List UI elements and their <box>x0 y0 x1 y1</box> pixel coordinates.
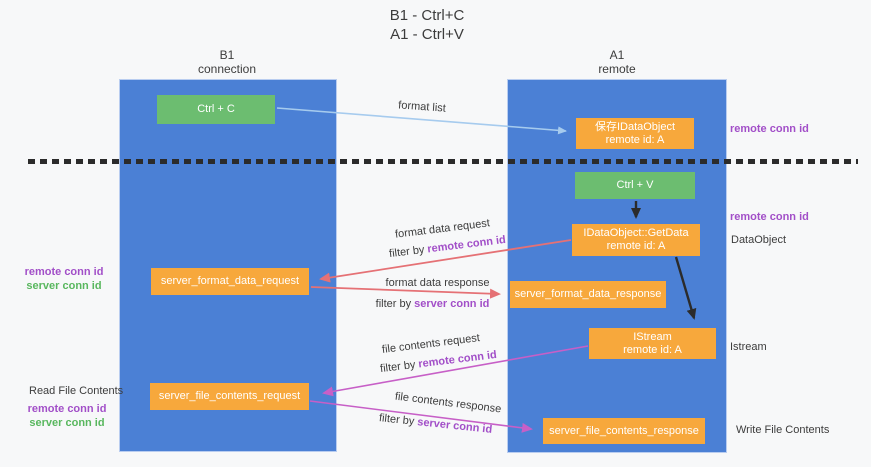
node-getdata-line1: IDataObject::GetData <box>583 227 689 239</box>
label-format-data-response: format data response <box>385 277 490 289</box>
left-label-server-conn-id-top: server conn id <box>26 280 102 292</box>
node-server-file-contents-response: server_file_contents_response <box>543 418 705 444</box>
right-label-istream: Istream <box>730 341 767 353</box>
filter-by-text: filter by <box>379 358 420 376</box>
node-sfc-response-label: server_file_contents_response <box>549 424 699 437</box>
label-file-contents-response: file contents response <box>394 390 502 416</box>
node-save-dataobject-line2: remote id: A <box>605 133 665 146</box>
node-sfd-request-label: server_format_data_request <box>160 275 300 287</box>
filter-by-text: filter by <box>375 298 415 310</box>
node-istream: IStream remote id: A <box>589 328 716 359</box>
node-sfd-response-label: server_format_data_response <box>514 288 662 300</box>
left-column-name: B1 <box>219 48 235 62</box>
node-server-file-contents-request: server_file_contents_request <box>150 383 309 410</box>
left-column-header: B1 connection <box>177 48 277 76</box>
node-ctrl-v: Ctrl + V <box>575 172 695 199</box>
server-conn-id-text: server conn id <box>416 416 493 436</box>
filter-by-text: filter by <box>378 412 418 429</box>
node-server-format-data-request: server_format_data_request <box>151 268 309 295</box>
node-istream-line1: IStream <box>633 330 672 343</box>
right-label-write-file-contents: Write File Contents <box>736 424 830 436</box>
node-save-dataobject-line1: 保存IDataObject <box>594 120 676 133</box>
title-line-2: A1 - Ctrl+V <box>390 26 464 43</box>
node-ctrl-v-label: Ctrl + V <box>616 179 654 191</box>
left-label-remote-conn-id-top: remote conn id <box>24 266 104 278</box>
node-server-format-data-response: server_format_data_response <box>510 281 666 308</box>
left-label-server-conn-id-bottom: server conn id <box>29 417 105 429</box>
server-conn-id-text: server conn id <box>414 298 490 310</box>
right-column-role: remote <box>598 62 636 76</box>
diagram-title: B1 - Ctrl+C A1 - Ctrl+V <box>327 6 527 44</box>
right-label-remote-conn-id-mid: remote conn id <box>730 211 809 223</box>
label-filter-server-2: filter by server conn id <box>378 412 494 437</box>
title-line-1: B1 - Ctrl+C <box>389 7 465 24</box>
node-save-dataobject: 保存IDataObject remote id: A <box>576 118 694 149</box>
node-ctrl-c: Ctrl + C <box>157 95 275 124</box>
right-column-header: A1 remote <box>567 48 667 76</box>
remote-conn-id-text: remote conn id <box>426 233 507 256</box>
phase-separator-dashed-line <box>28 159 858 164</box>
filter-by-text: filter by <box>388 243 429 261</box>
node-istream-line2: remote id: A <box>623 343 682 356</box>
node-idataobject-getdata: IDataObject::GetData remote id: A <box>572 224 700 256</box>
right-column-name: A1 <box>609 48 625 62</box>
remote-conn-id-text: remote conn id <box>417 348 498 371</box>
label-filter-server-1: filter by server conn id <box>375 298 490 311</box>
right-label-remote-conn-id-top: remote conn id <box>730 123 809 135</box>
left-label-read-file-contents: Read File Contents <box>29 385 124 397</box>
label-format-list: format list <box>397 99 447 115</box>
left-label-remote-conn-id-bottom: remote conn id <box>27 403 107 415</box>
left-column-role: connection <box>197 62 257 76</box>
node-getdata-line2: remote id: A <box>606 240 666 252</box>
node-ctrl-c-label: Ctrl + C <box>197 103 235 115</box>
right-label-dataobject: DataObject <box>731 234 787 246</box>
node-sfc-request-label: server_file_contents_request <box>158 390 301 402</box>
